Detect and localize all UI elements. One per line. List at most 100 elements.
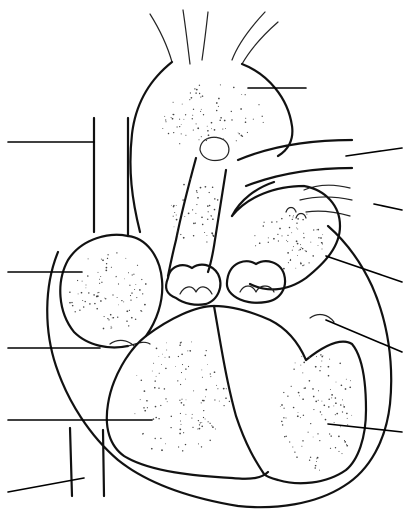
stipple-dot	[189, 350, 191, 352]
aorta-branch-5	[242, 22, 278, 64]
stipple-dot	[197, 428, 198, 429]
stipple-dot	[287, 252, 289, 254]
semilunar-valves	[166, 261, 285, 305]
stipple-dot	[347, 424, 348, 425]
pulmonary-artery-bottom	[246, 168, 352, 186]
stipple-dot	[193, 109, 194, 110]
stipple-dot	[293, 369, 294, 370]
stipple-dot	[144, 410, 146, 412]
stipple-dot	[164, 116, 165, 117]
stipple-dot	[180, 413, 181, 414]
stipple-dot	[187, 350, 188, 351]
stipple-dot	[112, 317, 113, 318]
stipple-dot	[295, 362, 296, 363]
stipple-dot	[202, 224, 204, 226]
stipple-dot	[293, 246, 294, 247]
stipple-dot	[288, 262, 289, 263]
stipple-dot	[180, 342, 182, 344]
stipple-dot	[81, 292, 83, 294]
stipple-dot	[165, 398, 166, 399]
stipple-dot	[177, 235, 178, 236]
stipple-dot	[171, 205, 172, 206]
stipple-dot	[207, 138, 208, 139]
stipple-dot	[198, 139, 199, 140]
stipple-dot	[335, 447, 336, 448]
stipple-dot	[309, 460, 310, 461]
stipple-dot	[179, 433, 181, 435]
stipple-dot	[209, 423, 210, 424]
stipple-dot	[88, 292, 89, 293]
stipple-dot	[309, 380, 311, 382]
left-atrium-wall	[232, 186, 340, 289]
stipple-dot	[273, 238, 275, 240]
stipple-dot	[176, 215, 177, 216]
stipple-dot	[341, 453, 342, 454]
stipple-dot	[135, 284, 136, 285]
stipple-dot	[299, 395, 300, 396]
stipple-dot	[351, 415, 352, 416]
stipple-dot	[98, 292, 99, 293]
stipple-dot	[202, 377, 203, 378]
stipple-dot	[200, 187, 202, 189]
stipple-dot	[183, 184, 185, 186]
stipple-dot	[173, 102, 174, 103]
stipple-dot	[98, 272, 99, 273]
stipple-dot	[314, 467, 316, 469]
stipple-dot	[263, 225, 265, 227]
stipple-dot	[278, 240, 279, 241]
stipple-dot	[193, 223, 195, 225]
stipple-dot	[153, 363, 154, 364]
stipple-dot	[247, 132, 248, 133]
stipple-dot	[201, 422, 202, 423]
stipple-dot	[302, 265, 303, 266]
stipple-dot	[328, 399, 330, 401]
stipple-dot	[195, 92, 196, 93]
stipple-dot	[125, 258, 126, 259]
stipple-dot	[350, 380, 351, 381]
stipple-dot	[162, 354, 163, 355]
stipple-dot	[339, 363, 341, 365]
stipple-dot	[286, 436, 287, 437]
aortic-valve-ring	[166, 265, 220, 305]
stipple-dot	[147, 407, 148, 408]
stipple-dot	[289, 227, 291, 229]
stipple-dot	[121, 300, 122, 301]
stipple-dot	[341, 384, 343, 386]
stipple-dot	[141, 279, 142, 280]
stipple-dot	[111, 267, 112, 268]
stipple-dot	[201, 446, 202, 447]
stipple-dot	[216, 102, 218, 104]
stipple-dot	[331, 397, 332, 398]
stipple-dot	[300, 262, 301, 263]
stipple-dot	[201, 402, 202, 403]
stipple-dot	[218, 98, 220, 100]
stipple-dot	[220, 117, 222, 119]
stipple-dot	[319, 440, 320, 441]
stipple-dot	[217, 199, 219, 201]
stipple-dot	[195, 223, 196, 224]
stipple-dot	[325, 419, 327, 421]
stipple-dot	[183, 404, 185, 406]
stipple-dot	[126, 310, 128, 312]
stipple-dot	[295, 211, 296, 212]
stipple-dot	[173, 216, 174, 217]
stipple-dot	[302, 219, 304, 221]
stipple-dot	[225, 128, 226, 129]
stipple-dot	[136, 375, 137, 376]
stipple-dot	[198, 420, 199, 421]
stipple-dot	[342, 399, 343, 400]
stipple-dot	[209, 192, 210, 193]
stipple-dot	[155, 417, 157, 419]
stipple-dot	[277, 234, 278, 235]
stipple-dot	[155, 406, 157, 408]
stipple-dot	[328, 375, 330, 377]
stipple-dot	[333, 405, 334, 406]
stipple-dot	[296, 222, 297, 223]
stipple-dot	[191, 97, 193, 99]
stipple-dot	[207, 130, 209, 132]
stipple-dot	[166, 343, 167, 344]
stipple-dot	[206, 241, 207, 242]
stipple-dot	[343, 405, 344, 406]
stipple-dot	[317, 433, 318, 434]
